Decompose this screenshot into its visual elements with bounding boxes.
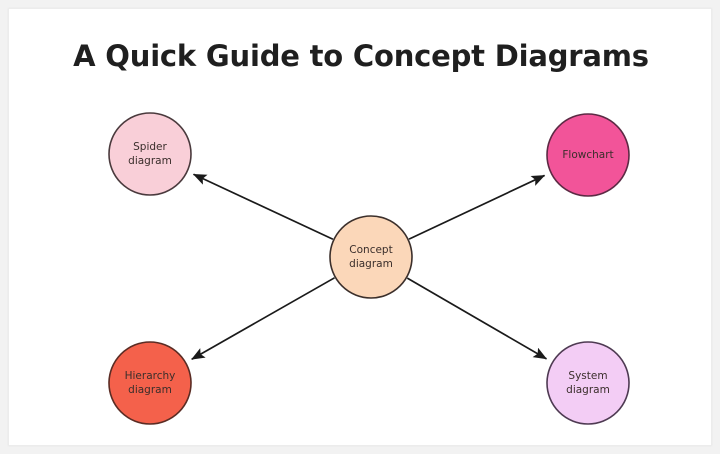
edge-concept-to-spider [192, 173, 334, 241]
node-flowchart[interactable] [546, 113, 630, 197]
edge-concept-to-flowchart [408, 174, 546, 240]
concept-diagram-canvas [108, 112, 630, 425]
page-title: A Quick Guide to Concept Diagrams [73, 39, 649, 73]
node-spider-diagram[interactable] [108, 112, 192, 196]
slide-frame: A Quick Guide to Concept Diagrams [8, 8, 712, 446]
node-group [108, 112, 630, 425]
edge-group [191, 173, 548, 360]
node-hierarchy-diagram[interactable] [108, 341, 192, 425]
edge-concept-to-system [406, 277, 548, 360]
edge-concept-to-hierarchy [191, 277, 335, 360]
node-system-diagram[interactable] [546, 341, 630, 425]
node-concept-diagram[interactable] [329, 215, 413, 299]
